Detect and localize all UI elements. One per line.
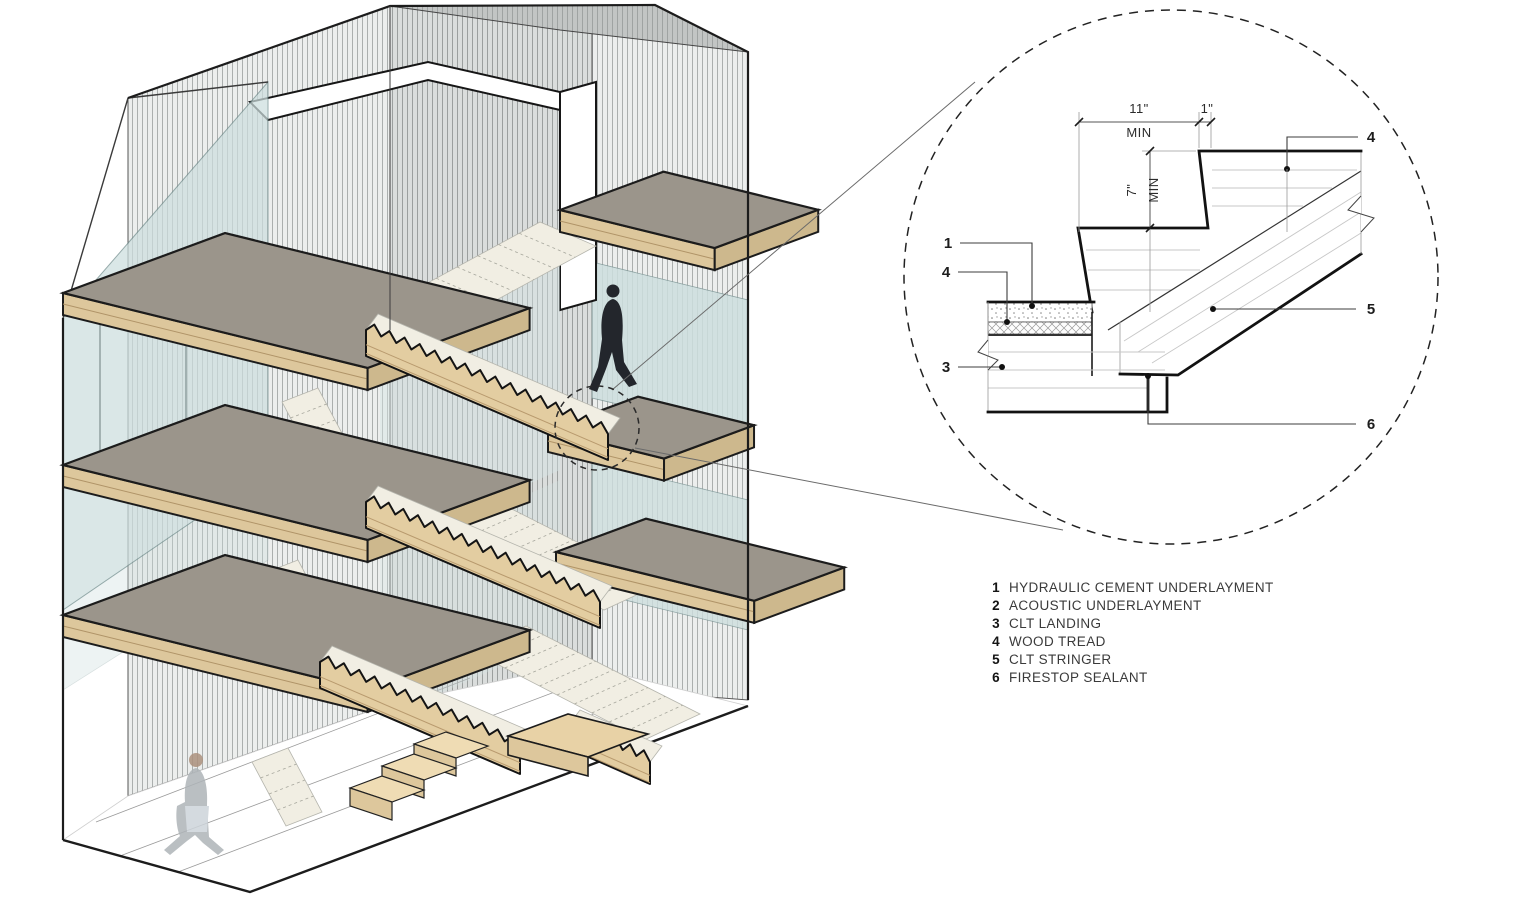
- callout-4-right: 4: [1367, 129, 1376, 146]
- detail-leader-line-bottom: [634, 447, 1064, 531]
- man-figure: [589, 284, 637, 392]
- mid-landing-platform: [505, 713, 651, 778]
- legend: 1 HYDRAULIC CEMENT UNDERLAYMENT 2 ACOUSTIC…: [986, 580, 1274, 688]
- callout-leaders: [958, 136, 1358, 425]
- detail-origin-circle: [554, 385, 640, 471]
- legend-item-number: 3: [992, 616, 1000, 631]
- legend-item-label: CLT LANDING: [1009, 616, 1102, 631]
- legend-item-label: CLT STRINGER: [1009, 652, 1112, 667]
- legend-item-label: FIRESTOP SEALANT: [1009, 670, 1148, 685]
- hydraulic-cement-layer: [987, 301, 1093, 323]
- legend-item-label: ACOUSTIC UNDERLAYMENT: [1009, 598, 1202, 613]
- legend-item-label: HYDRAULIC CEMENT UNDERLAYMENT: [1009, 580, 1274, 595]
- dim-nosing: 1": [1201, 101, 1214, 116]
- cut-wall-panel: [559, 80, 597, 312]
- callout-5: 5: [1367, 301, 1375, 318]
- woman-figure: [164, 753, 224, 855]
- legend-item-number: 2: [992, 598, 1000, 613]
- landing-right-top: [556, 170, 822, 272]
- dim-riser-min: MIN: [1146, 177, 1161, 202]
- dimensions: 11" MIN 1" 7" MIN: [1074, 101, 1216, 312]
- shaft-outline-edges: [61, 3, 750, 840]
- callout-6: 6: [1367, 416, 1375, 433]
- legend-item-label: WOOD TREAD: [1009, 634, 1106, 649]
- clt-stair-flights: [319, 313, 663, 785]
- dim-riser-height: 7": [1124, 184, 1139, 197]
- stair-tread-profile: [1076, 149, 1363, 314]
- clt-stair-flight: [365, 313, 621, 461]
- landing-top-slab: [552, 517, 848, 602]
- legend-item: 2 ACOUSTIC UNDERLAYMENT: [986, 598, 1274, 616]
- legend-item: 3 CLT LANDING: [986, 616, 1274, 634]
- legend-item-number: 4: [992, 634, 1000, 649]
- acoustic-underlayment-layer: [987, 321, 1093, 335]
- callout-1: 1: [944, 235, 952, 252]
- legend-item-number: 5: [992, 652, 1000, 667]
- legend-item: 4 WOOD TREAD: [986, 634, 1274, 652]
- detail-leader-line-top: [611, 81, 976, 391]
- legend-item: 1 HYDRAULIC CEMENT UNDERLAYMENT: [986, 580, 1274, 598]
- zigzag-stringer: [365, 323, 609, 461]
- landing-right-low: [552, 517, 848, 625]
- callout-4-left: 4: [942, 264, 951, 281]
- landing-top-slab: [556, 170, 822, 250]
- dim-tread-width-min: MIN: [1126, 125, 1151, 140]
- detail-view: 11" MIN 1" 7" MIN 1 4 3 4 5 6: [903, 9, 1439, 545]
- tread-grain-lines: [1086, 169, 1357, 291]
- detail-boundary-circle: [903, 9, 1439, 545]
- legend-item: 5 CLT STRINGER: [986, 652, 1274, 670]
- zigzag-stringer: [365, 495, 601, 629]
- axon-drawing: [59, 3, 1064, 894]
- break-symbol: [977, 339, 999, 371]
- landing-top-slab: [59, 553, 534, 692]
- dim-tread-width: 11": [1129, 101, 1149, 116]
- ground-floor-steps: [348, 731, 490, 821]
- callout-3: 3: [942, 359, 950, 376]
- pale-stair-flight: [251, 747, 323, 827]
- clt-stair-flight: [365, 485, 613, 629]
- legend-item: 6 FIRESTOP SEALANT: [986, 670, 1274, 688]
- legend-item-number: 1: [992, 580, 1000, 595]
- legend-item-number: 6: [992, 670, 1000, 685]
